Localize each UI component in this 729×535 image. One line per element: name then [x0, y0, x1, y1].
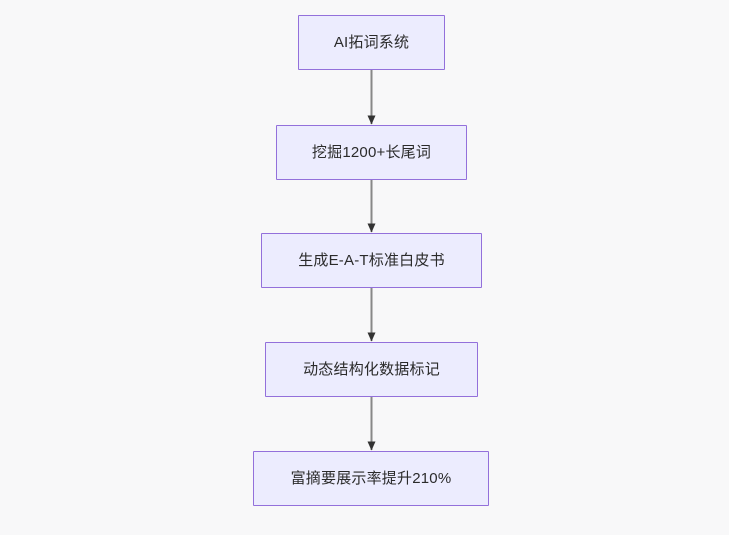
flowchart-node-mine-longtail-keywords[interactable]: 挖掘1200+长尾词 [276, 125, 467, 180]
node-label: 生成E-A-T标准白皮书 [298, 251, 445, 269]
flowchart-node-generate-eat-whitepaper[interactable]: 生成E-A-T标准白皮书 [261, 233, 482, 288]
node-label: 动态结构化数据标记 [303, 360, 440, 378]
flowchart-node-dynamic-structured-data-markup[interactable]: 动态结构化数据标记 [265, 342, 478, 397]
flowchart-node-rich-snippet-impression-lift[interactable]: 富摘要展示率提升210% [253, 451, 489, 506]
node-label: AI拓词系统 [333, 33, 410, 51]
node-label: 富摘要展示率提升210% [290, 469, 452, 487]
node-label: 挖掘1200+长尾词 [311, 143, 432, 161]
flowchart-node-ai-keyword-system[interactable]: AI拓词系统 [298, 15, 445, 70]
